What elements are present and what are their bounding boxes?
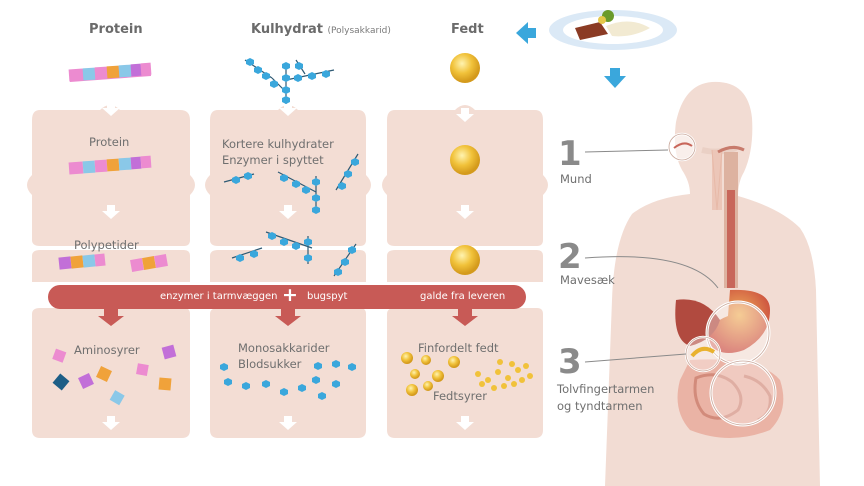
arrow-down-icon bbox=[604, 68, 626, 88]
protein-chain-icon bbox=[68, 62, 152, 82]
carb-column bbox=[205, 105, 371, 438]
carb-header-subtitle: (Polysakkarid) bbox=[327, 26, 391, 36]
enzyme-band bbox=[48, 285, 526, 326]
short-carb-icon bbox=[231, 231, 357, 277]
monosaccharide-icon bbox=[220, 360, 356, 400]
leader-lines bbox=[584, 149, 719, 363]
amino-acid-icon bbox=[52, 344, 177, 406]
protein-header: Protein bbox=[89, 22, 143, 37]
amino-acid-label: Aminosyrer bbox=[74, 343, 140, 357]
food-plate-icon bbox=[549, 10, 677, 50]
stage-number-3: 3 bbox=[558, 342, 582, 382]
protein-step1-label: Protein bbox=[89, 135, 130, 149]
duodenum-zoom-icon bbox=[684, 335, 722, 373]
fat-column bbox=[382, 105, 548, 438]
fat-header: Fedt bbox=[451, 22, 484, 37]
stage-number-1: 1 bbox=[558, 134, 582, 174]
intestine-zoom-icon bbox=[709, 359, 777, 427]
band-plus-icon: + bbox=[282, 284, 298, 306]
arrow-left-icon bbox=[516, 22, 536, 44]
band-bile: galde fra leveren bbox=[420, 291, 506, 302]
stage-number-2: 2 bbox=[558, 237, 582, 277]
polypeptide-icon bbox=[58, 253, 168, 272]
blood-sugar-label: Blodsukker bbox=[238, 357, 302, 371]
stage-label-stomach: Mavesæk bbox=[560, 273, 615, 287]
band-intestinal-enzymes: enzymer i tarmvæggen bbox=[160, 291, 278, 302]
human-body-illustration bbox=[605, 81, 820, 486]
stage-label-duodenum: Tolvfingertarmen bbox=[557, 382, 655, 396]
fatty-acid-icon bbox=[475, 359, 533, 391]
monosaccharide-label: Monosakkarider bbox=[238, 341, 330, 355]
polypeptide-label: Polypetider bbox=[74, 238, 139, 252]
stage-label-mouth: Mund bbox=[560, 172, 592, 186]
band-pancreatic-juice: bugspyt bbox=[307, 291, 348, 302]
polysaccharide-icon bbox=[244, 58, 335, 104]
fatty-acid-label: Fedtsyrer bbox=[433, 389, 487, 403]
emulsified-fat-label: Finfordelt fedt bbox=[418, 341, 499, 355]
saliva-enzyme-label: Enzymer i spyttet bbox=[222, 153, 324, 167]
mouth-zoom-icon bbox=[667, 132, 697, 162]
short-carb-label: Kortere kulhydrater bbox=[222, 137, 334, 151]
carb-header: Kulhydrat (Polysakkarid) bbox=[251, 22, 391, 37]
fat-droplet-icon bbox=[450, 53, 480, 275]
stage-label-small-intestine: og tyndtarmen bbox=[557, 399, 643, 413]
protein-chain-icon bbox=[68, 155, 152, 175]
short-carb-icon bbox=[223, 153, 359, 214]
stomach-zoom-icon bbox=[705, 300, 771, 366]
emulsified-fat-icon bbox=[401, 352, 460, 396]
carb-header-title: Kulhydrat bbox=[251, 22, 323, 37]
